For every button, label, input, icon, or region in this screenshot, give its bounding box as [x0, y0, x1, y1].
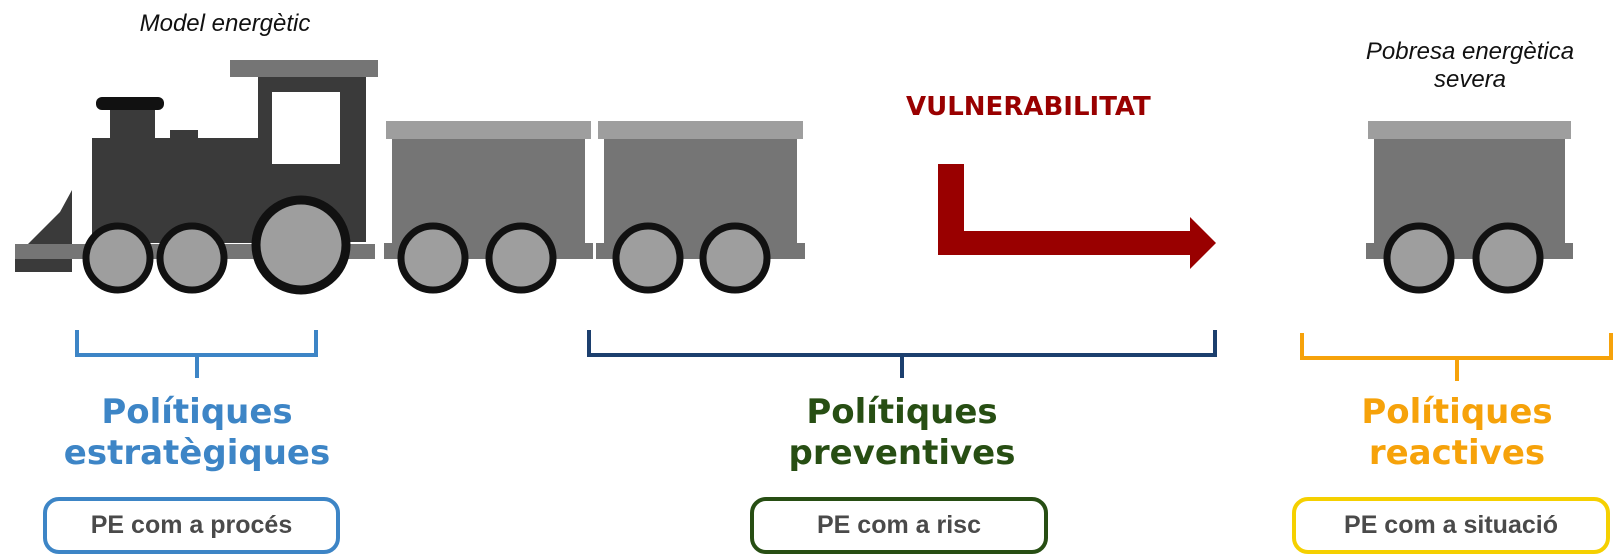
locomotive-window: [272, 92, 340, 164]
strategic-policies-line1: Polítiques: [101, 392, 293, 432]
locomotive-roof: [230, 60, 378, 77]
reactive-policies-title: Polítiques reactives: [1307, 392, 1607, 474]
preventive-policies-title: Polítiques preventives: [752, 392, 1052, 474]
locomotive-dome: [170, 130, 198, 142]
severe-energy-poverty-line2: severa: [1433, 65, 1507, 93]
pill-process: PE com a procés: [43, 497, 340, 554]
detached-wagon: [1366, 121, 1573, 294]
wheel: [699, 222, 771, 294]
vulnerability-arrow: [938, 164, 1216, 269]
wheel: [156, 222, 228, 294]
wheel: [1472, 222, 1544, 294]
pill-risk: PE com a risc: [750, 497, 1048, 554]
wheel: [612, 222, 684, 294]
severe-energy-poverty-label: Pobresa energètica severa: [1325, 38, 1614, 93]
cowcatcher: [15, 190, 72, 272]
vulnerability-label: VULNERABILITAT: [906, 92, 1151, 122]
wagon-2: [596, 121, 805, 294]
wheel: [1383, 222, 1455, 294]
preventive-policies-line2: preventives: [788, 432, 1016, 473]
preventive-policies-line1: Polítiques: [806, 392, 998, 432]
strategic-policies-line2: estratègiques: [63, 432, 331, 473]
wagon-1: [384, 121, 593, 294]
pill-situation: PE com a situació: [1292, 497, 1610, 554]
wheel: [397, 222, 469, 294]
reactive-policies-line2: reactives: [1368, 432, 1546, 473]
reactive-policies-line1: Polítiques: [1361, 392, 1553, 432]
locomotive-chimney: [110, 106, 155, 141]
brace-reactive: [1300, 333, 1613, 381]
severe-energy-poverty-line1: Pobresa energètica: [1365, 38, 1575, 65]
brace-preventive: [587, 330, 1217, 378]
strategic-policies-title: Polítiques estratègiques: [47, 392, 347, 474]
brace-strategic: [75, 330, 318, 378]
locomotive: [15, 60, 378, 295]
locomotive-chimney-cap: [96, 97, 164, 110]
wheel: [485, 222, 557, 294]
model-energetic-label: Model energètic: [139, 10, 311, 37]
big-wheel: [251, 195, 351, 295]
wheel: [82, 222, 154, 294]
